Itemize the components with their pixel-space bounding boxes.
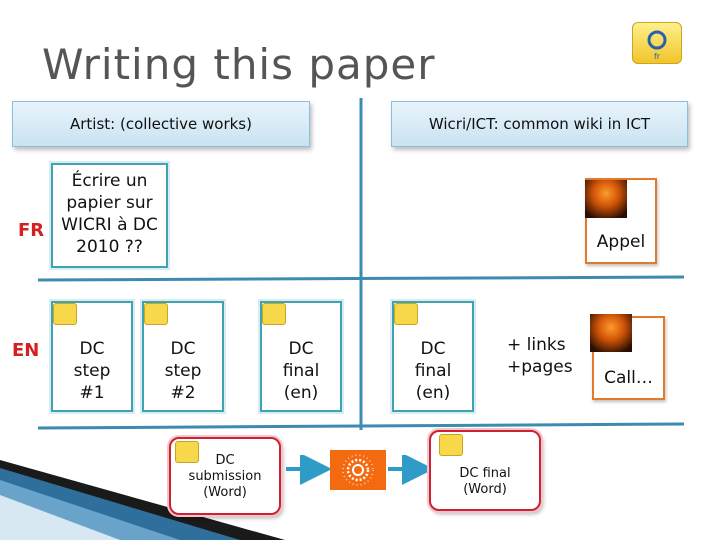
box-line: final — [282, 361, 320, 381]
fr-box-line: 2010 ?? — [76, 237, 143, 257]
box-line: DC — [79, 339, 105, 359]
wicri-logo-icon — [394, 303, 418, 325]
wicri-logo-icon: fr — [632, 22, 682, 64]
box-line: (en) — [415, 383, 451, 403]
wicri-logo-icon — [262, 303, 286, 325]
links-line: + links — [507, 335, 566, 355]
fr-box-line: Écrire un — [71, 171, 148, 191]
final-word-line: (Word) — [463, 482, 507, 497]
appel-label: Appel — [596, 232, 646, 252]
wicri-logo-icon — [53, 303, 77, 325]
page-title: Writing this paper — [42, 40, 436, 89]
box-line: final — [414, 361, 452, 381]
sunburst-icon — [330, 450, 386, 490]
final-word-line: DC final — [459, 466, 511, 481]
links-note: + links +pages — [507, 334, 573, 378]
box-line: (en) — [283, 383, 319, 403]
box-line: #1 — [79, 383, 105, 403]
submission-line: DC — [215, 453, 235, 468]
wicri-logo-icon — [439, 434, 463, 456]
header-wicri-label: Wicri/ICT: common wiki in ICT — [428, 115, 651, 133]
row-label-fr: FR — [18, 220, 45, 241]
pages-line: +pages — [507, 357, 573, 377]
header-wicri: Wicri/ICT: common wiki in ICT — [391, 101, 688, 147]
call-label: Call… — [604, 368, 653, 388]
submission-line: submission — [188, 469, 262, 484]
box-line: DC — [420, 339, 446, 359]
box-line: step — [164, 361, 202, 381]
wicri-logo-icon — [144, 303, 168, 325]
wicri-logo-icon — [175, 441, 199, 463]
submission-line: (Word) — [203, 485, 247, 500]
header-artist-label: Artist: (collective works) — [70, 115, 252, 133]
photo-thumbnail-icon — [585, 180, 627, 218]
row-label-en: EN — [12, 340, 40, 361]
box-line: DC — [170, 339, 196, 359]
photo-thumbnail-icon — [590, 314, 632, 352]
flow-arrows — [286, 455, 434, 485]
decorative-wave — [0, 460, 285, 540]
fr-question-box: Écrire un papier sur WICRI à DC 2010 ?? — [51, 163, 168, 268]
box-line: DC — [288, 339, 314, 359]
fr-box-line: WICRI à DC — [61, 215, 158, 235]
svg-text:fr: fr — [654, 52, 661, 61]
fr-box-line: papier sur — [66, 193, 153, 213]
box-line: #2 — [170, 383, 196, 403]
header-artist: Artist: (collective works) — [12, 101, 310, 147]
box-line: step — [73, 361, 111, 381]
